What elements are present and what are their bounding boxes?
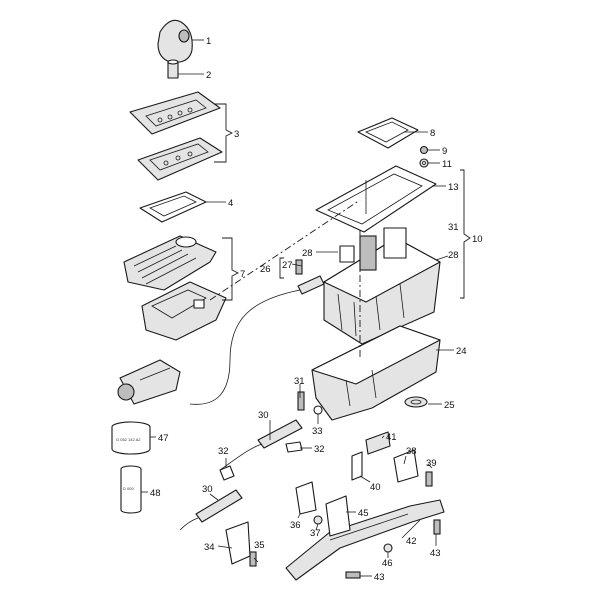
cable-end-26[interactable] [297,275,325,295]
callout-10: 10 [472,234,483,245]
callout-27: 27 [282,260,293,271]
bolt-39[interactable] [425,471,433,487]
nut-11[interactable] [419,158,429,168]
selector-mechanism[interactable] [323,227,441,345]
callout-24: 24 [456,346,467,357]
lubricant-bottle-text: D 000 [123,486,134,491]
cable-30-lower[interactable] [179,489,243,531]
callout-28-left: 28 [302,248,313,259]
nut-37[interactable] [313,515,323,525]
bolt-35[interactable] [249,551,257,567]
bolt-43-right[interactable] [433,519,441,535]
sealant-tube-text: G 052 142 A2 [116,437,141,442]
callout-41: 41 [386,432,397,443]
callout-3: 3 [234,129,239,140]
support-arm-42[interactable] [285,499,445,581]
bolt-31[interactable] [297,391,305,411]
bolt-27[interactable] [295,259,303,275]
sealant-tube: G 052 142 A2 [111,421,151,455]
callout-9: 9 [442,146,447,157]
ignition-lock-assembly[interactable] [117,359,181,405]
callout-32-left: 32 [218,446,229,457]
washer-33[interactable] [313,405,323,415]
callout-46: 46 [382,558,393,569]
callout-34: 34 [204,542,215,553]
callout-35: 35 [254,540,265,551]
bracket-38[interactable] [393,449,419,483]
callout-43-right: 43 [430,548,441,559]
callout-32-right: 32 [314,444,325,455]
nut-46[interactable] [383,543,393,553]
lever-45[interactable] [325,495,351,537]
callout-2: 2 [206,70,211,81]
callout-26: 26 [260,264,271,275]
bracket-34[interactable] [225,521,251,565]
callout-45: 45 [358,508,369,519]
leader-lines [141,39,454,577]
grommet-25[interactable] [404,396,428,408]
callout-4: 4 [228,198,233,209]
shift-knob[interactable] [157,19,193,63]
lubricant-bottle: D 000 [120,465,142,514]
knob-adapter[interactable] [167,59,179,79]
clip-41[interactable] [365,431,391,455]
housing-tray[interactable] [311,325,441,421]
callout-13: 13 [448,182,459,193]
callout-33: 33 [312,426,323,437]
callout-25: 25 [444,400,455,411]
gate-gasket[interactable] [139,191,207,223]
callout-7: 7 [240,269,245,280]
screw-9[interactable] [419,145,429,155]
phantom-line-upper [209,199,361,301]
callout-39: 39 [426,458,437,469]
callout-8: 8 [430,128,435,139]
callout-37: 37 [310,528,321,539]
callout-31-mid: 31 [294,376,305,387]
callout-47: 47 [158,433,169,444]
bracket-26 [279,257,284,279]
clip-32[interactable] [219,441,303,481]
bracket-7 [222,237,240,301]
bracket-3 [214,103,234,163]
callout-38: 38 [406,446,417,457]
shift-gate-cover-lower[interactable] [137,137,223,181]
lever-36[interactable] [295,481,317,515]
top-bracket[interactable] [357,117,419,149]
cable-30-upper[interactable] [219,419,303,471]
callout-31-top: 31 [448,222,459,233]
bracket-40[interactable] [351,451,363,481]
shift-cable [189,289,301,405]
callout-30-upper: 30 [258,410,269,421]
callout-30-lower: 30 [202,484,213,495]
callout-40: 40 [370,482,381,493]
housing-cover[interactable] [315,165,437,233]
callout-1: 1 [206,36,211,47]
callout-42: 42 [406,536,417,547]
console-trim-upper[interactable] [123,235,217,291]
console-trim-lower[interactable] [141,281,227,341]
callout-numbers: 1 2 3 4 7 8 9 11 13 10 31 28 28 24 25 26… [150,36,483,583]
callout-11: 11 [442,159,452,170]
bracket-10 [460,169,471,299]
callout-48: 48 [150,488,161,499]
bolt-43-bottom[interactable] [345,571,361,579]
shift-gate-cover-upper[interactable] [129,91,221,135]
callout-43-bottom: 43 [374,572,385,583]
callout-36: 36 [290,520,301,531]
callout-28-right: 28 [448,250,459,261]
